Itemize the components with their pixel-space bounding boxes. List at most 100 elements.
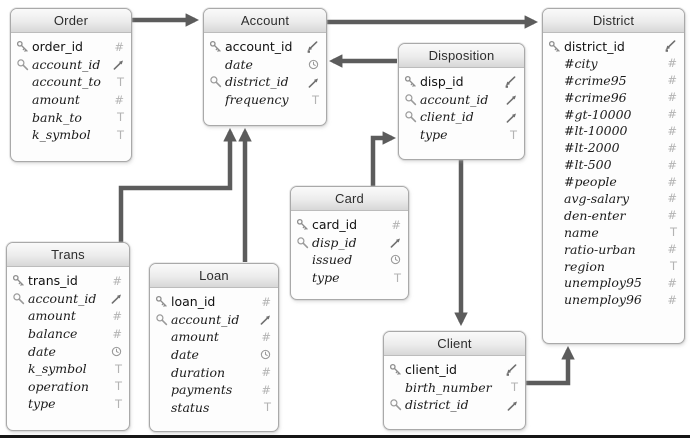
connector-card-disposition bbox=[370, 131, 397, 186]
field-row: #people# bbox=[543, 173, 684, 190]
table-title: Account bbox=[240, 13, 290, 28]
numeric-type-icon: # bbox=[112, 326, 122, 341]
numeric-type-icon: # bbox=[114, 39, 124, 54]
table-loan-header: Loan bbox=[150, 264, 278, 288]
field-name: trans_id bbox=[28, 273, 78, 289]
index-magnifier-icon bbox=[209, 75, 225, 88]
table-title: District bbox=[592, 13, 635, 28]
field-name: #lt-10000 bbox=[564, 123, 628, 139]
table-account-header: Account bbox=[204, 9, 326, 33]
field-name: unemploy95 bbox=[564, 275, 642, 291]
field-name: account_id bbox=[420, 91, 489, 107]
field-row: #crime95 # bbox=[543, 72, 684, 89]
foreign-key-icon bbox=[503, 111, 517, 123]
field-name: duration bbox=[171, 364, 226, 380]
primary-key-icon bbox=[12, 274, 28, 287]
table-client-header: Client bbox=[384, 332, 525, 356]
foreign-key-icon bbox=[257, 313, 271, 326]
field-row: unemploy95 # bbox=[543, 274, 684, 291]
field-name: disp_id bbox=[420, 74, 464, 90]
field-name: type bbox=[420, 127, 448, 143]
field-row: account_id bbox=[399, 91, 524, 109]
numeric-type-icon: # bbox=[261, 365, 271, 380]
field-name: payments bbox=[171, 382, 233, 398]
field-row: disp_id bbox=[399, 73, 524, 91]
foreign-key-icon bbox=[387, 236, 401, 249]
field-row: #crime96# bbox=[543, 89, 684, 106]
field-row: #city# bbox=[543, 55, 684, 72]
field-row: payments# bbox=[150, 381, 278, 399]
field-name: account_id bbox=[28, 290, 97, 306]
field-row: duration # bbox=[150, 363, 278, 381]
connector-trans-account bbox=[118, 127, 237, 242]
field-row: district_id bbox=[204, 73, 326, 91]
field-name: name bbox=[564, 224, 599, 240]
field-name: status bbox=[171, 399, 210, 415]
numeric-type-icon: # bbox=[391, 217, 401, 232]
field-name: k_symbol bbox=[32, 127, 91, 143]
field-name: bank_to bbox=[32, 109, 82, 125]
text-type-icon: T bbox=[114, 396, 122, 411]
field-row: #lt-2000# bbox=[543, 139, 684, 156]
field-name: order_id bbox=[32, 39, 83, 55]
field-name: client_id bbox=[405, 362, 457, 378]
datetime-type-icon bbox=[305, 59, 319, 70]
field-name: #crime95 bbox=[564, 72, 627, 88]
screenshot-bottom-edge bbox=[0, 435, 690, 438]
table-title: Loan bbox=[199, 268, 229, 283]
field-row: account_id bbox=[11, 56, 131, 74]
field-name: type bbox=[28, 396, 56, 412]
numeric-type-icon: # bbox=[667, 275, 677, 290]
numeric-type-icon: # bbox=[667, 157, 677, 172]
table-district: District district_id#city##crime95##crim… bbox=[542, 8, 685, 344]
field-row: #lt-500 # bbox=[543, 156, 684, 173]
field-row: client_id bbox=[399, 108, 524, 126]
numeric-type-icon: # bbox=[667, 208, 677, 223]
field-name: #city bbox=[564, 55, 598, 71]
primary-key-icon bbox=[296, 218, 312, 231]
field-row: k_symbol T bbox=[11, 126, 131, 144]
table-district-fields: district_id#city##crime95##crime96##gt-1… bbox=[543, 33, 684, 308]
table-district-header: District bbox=[543, 9, 684, 33]
field-row: #gt-10000# bbox=[543, 106, 684, 123]
field-row: type T bbox=[7, 395, 129, 413]
field-name: k_symbol bbox=[28, 361, 87, 377]
index-magnifier-icon bbox=[155, 313, 171, 326]
field-row: district_id bbox=[384, 396, 525, 414]
table-order-header: Order bbox=[11, 9, 131, 33]
primary-key-icon bbox=[16, 40, 32, 53]
numeric-type-icon: # bbox=[667, 73, 677, 88]
numeric-type-icon: # bbox=[667, 123, 677, 138]
field-row: balance# bbox=[7, 325, 129, 343]
text-type-icon: T bbox=[393, 270, 401, 285]
field-name: region bbox=[564, 258, 605, 274]
field-row: loan_id# bbox=[150, 293, 278, 311]
field-name: operation bbox=[28, 378, 89, 394]
field-name: account_id bbox=[32, 56, 101, 72]
field-name: #lt-500 bbox=[564, 157, 612, 173]
numeric-type-icon: # bbox=[667, 292, 677, 307]
index-magnifier-icon bbox=[12, 292, 28, 305]
text-type-icon: T bbox=[116, 127, 124, 142]
field-name: #people bbox=[564, 174, 617, 190]
datetime-type-icon bbox=[108, 346, 122, 357]
field-name: account_to bbox=[32, 74, 101, 90]
field-row: disp_id bbox=[291, 234, 408, 252]
numeric-type-icon: # bbox=[112, 308, 122, 323]
field-name: frequency bbox=[225, 92, 289, 108]
primary-key-icon bbox=[155, 295, 171, 308]
